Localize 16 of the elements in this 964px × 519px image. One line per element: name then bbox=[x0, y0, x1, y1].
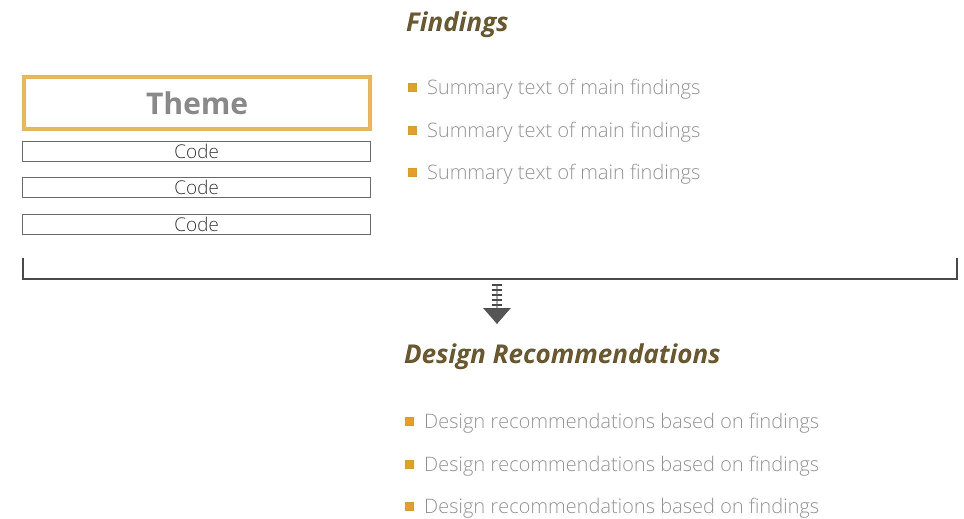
code-box bbox=[22, 214, 371, 235]
code-box bbox=[22, 177, 371, 198]
box-label: Code bbox=[174, 142, 219, 161]
bullet-text: Summary text of main findings bbox=[427, 159, 700, 185]
box-label: Code bbox=[174, 215, 219, 234]
bracket bbox=[22, 257, 958, 281]
code-box bbox=[22, 141, 371, 162]
bullet-text: Design recommendations based on findings bbox=[424, 408, 820, 434]
bullet-text: Summary text of main findings bbox=[427, 74, 700, 100]
bullet-text: Design recommendations based on findings bbox=[424, 451, 820, 477]
theme-box bbox=[22, 75, 372, 131]
section-heading: Design Recommendations bbox=[404, 340, 720, 373]
box-label: Code bbox=[174, 178, 219, 197]
bullet-text: Summary text of main findings bbox=[427, 117, 700, 143]
box-label: Theme bbox=[146, 88, 248, 118]
bullet-text: Design recommendations based on findings bbox=[424, 493, 820, 519]
